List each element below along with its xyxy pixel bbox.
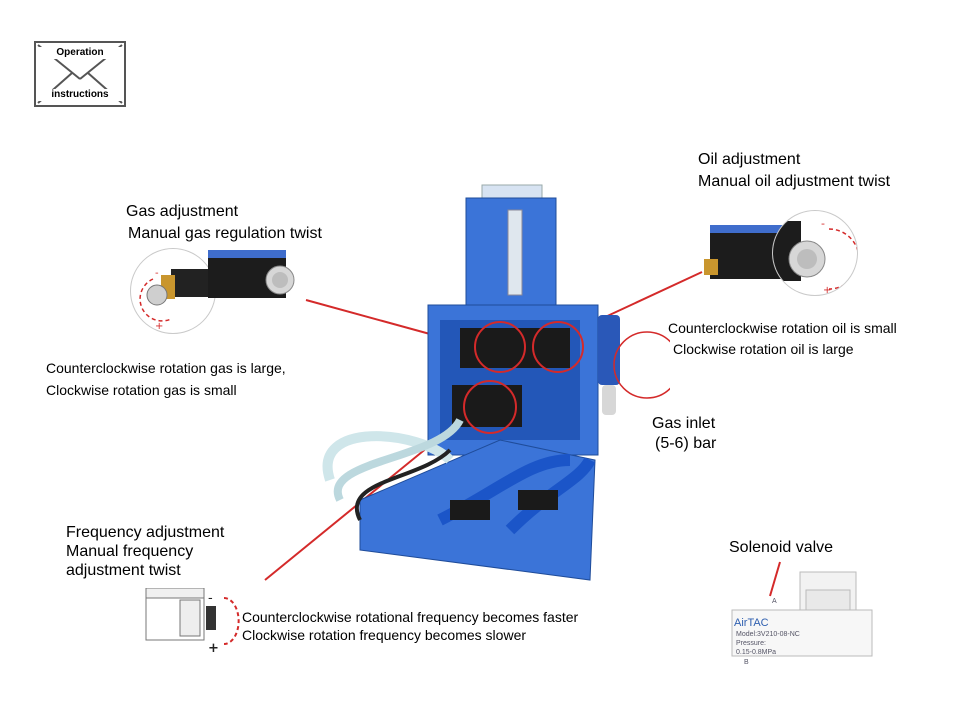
frequency-adjustment-line-3: adjustment twist <box>66 562 181 579</box>
frequency-adjustment-line-2: Manual frequency <box>66 543 194 560</box>
oil-note-1: Counterclockwise rotation oil is small <box>668 320 897 336</box>
solenoid-pressure-value: 0.15-0.8MPa <box>736 649 776 656</box>
gas-inlet-label: Gas inlet <box>652 415 716 432</box>
solenoid-brand: AirTAC <box>734 617 769 629</box>
oil-minus-sign: - <box>821 217 825 230</box>
solenoid-pressure-label: Pressure: <box>736 640 766 647</box>
frequency-note-1: Counterclockwise rotational frequency be… <box>242 609 579 625</box>
operation-instructions-badge: Operation instructions <box>34 41 126 107</box>
solenoid-model: Model:3V210-08-NC <box>736 631 800 638</box>
oil-plus-sign: + <box>823 285 831 295</box>
lubrication-machine-illustration <box>322 184 670 581</box>
frequency-plus-sign: + <box>208 641 219 654</box>
solenoid-leader-line <box>769 561 781 597</box>
gas-knob-detail: - + <box>130 248 216 334</box>
oil-adjustment-title: Oil adjustment <box>698 151 801 168</box>
frequency-module-sketch: - + <box>145 588 240 654</box>
frequency-adjustment-title: Frequency adjustment <box>66 524 225 541</box>
frequency-minus-sign: - <box>208 591 213 606</box>
gas-minus-sign: - <box>155 268 159 279</box>
badge-line-1: Operation <box>36 47 124 59</box>
frequency-note-2: Clockwise rotation frequency becomes slo… <box>242 627 527 643</box>
solenoid-port-a: A <box>772 598 777 605</box>
oil-adjustment-subtitle: Manual oil adjustment twist <box>698 173 891 190</box>
oil-note-2: Clockwise rotation oil is large <box>673 341 854 357</box>
solenoid-valve-illustration: A AirTAC Model:3V210-08-NC Pressure: 0.1… <box>731 571 873 666</box>
oil-knob-detail: - + <box>772 210 858 296</box>
gas-note-1: Counterclockwise rotation gas is large, <box>46 360 286 376</box>
solenoid-port-b: B <box>744 659 749 666</box>
gas-adjustment-subtitle: Manual gas regulation twist <box>128 225 322 242</box>
badge-line-2: instructions <box>36 89 124 101</box>
gas-adjustment-title: Gas adjustment <box>126 203 239 220</box>
solenoid-valve-title: Solenoid valve <box>729 539 834 556</box>
gas-valve-block <box>208 250 295 298</box>
gas-plus-sign: + <box>155 321 163 332</box>
gas-inlet-pressure: (5-6) bar <box>655 435 717 452</box>
gas-note-2: Clockwise rotation gas is small <box>46 382 237 398</box>
